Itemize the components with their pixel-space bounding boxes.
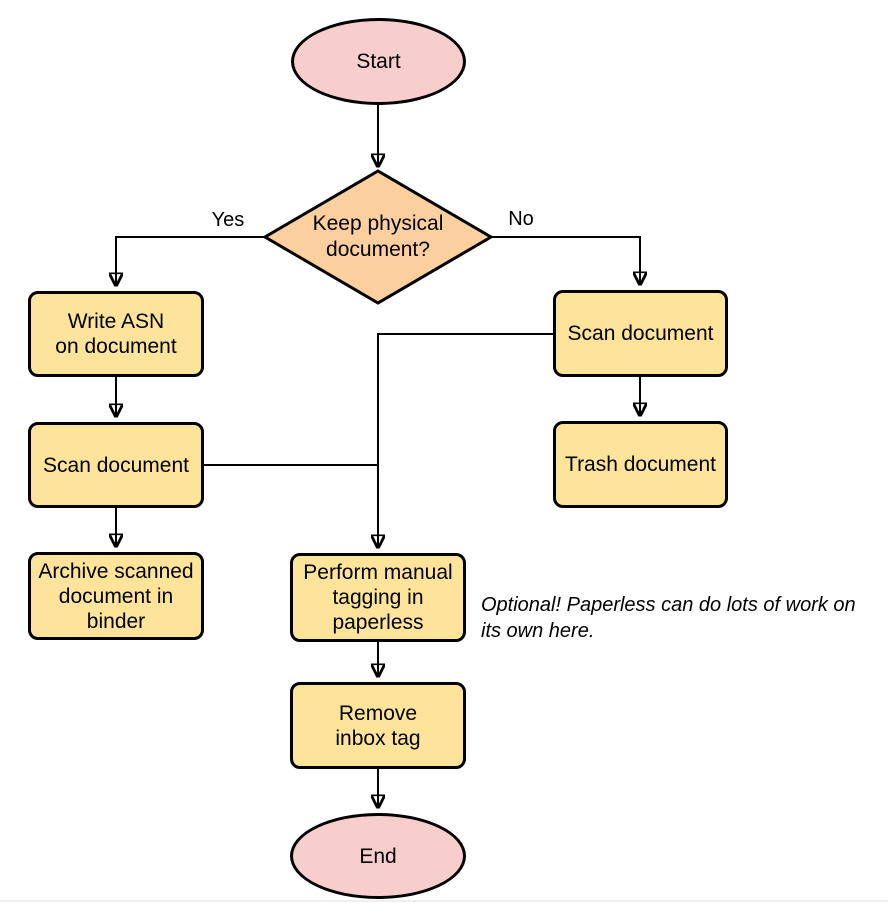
decision-diamond	[262, 169, 494, 305]
node-label: Trash document	[565, 453, 716, 476]
node-label: Remove inbox tag	[335, 701, 421, 750]
node-scan-document-right: Scan document	[553, 290, 728, 377]
node-label: Write ASN on document	[55, 310, 177, 358]
node-manual-tagging: Perform manual tagging in paperless	[290, 553, 466, 642]
edge-label-no: No	[508, 208, 534, 230]
page-bottom-divider	[0, 900, 888, 902]
node-scan-document-left: Scan document	[28, 422, 204, 508]
edge-label-yes: Yes	[211, 209, 245, 231]
node-start: Start	[291, 18, 466, 105]
edge-scan-right-tagging	[378, 333, 553, 548]
node-label: Scan document	[567, 322, 714, 345]
node-label: Archive scanned document in binder	[38, 559, 194, 633]
edge-decision-no-scan	[491, 236, 640, 285]
node-label: End	[359, 844, 397, 868]
node-label: Perform manual tagging in paperless	[303, 561, 453, 634]
node-end: End	[290, 813, 466, 899]
node-decision-label: Keep physical document?	[312, 212, 444, 261]
node-remove-inbox-tag: Remove inbox tag	[290, 682, 466, 769]
node-label: Start	[356, 50, 401, 73]
edge-decision-yes-write-asn	[116, 236, 265, 286]
node-trash-document: Trash document	[553, 421, 728, 508]
node-label: Scan document	[43, 453, 189, 477]
optional-note: Optional! Paperless can do lots of work …	[481, 594, 856, 642]
node-write-asn: Write ASN on document	[28, 291, 204, 377]
node-archive-binder: Archive scanned document in binder	[28, 552, 204, 640]
